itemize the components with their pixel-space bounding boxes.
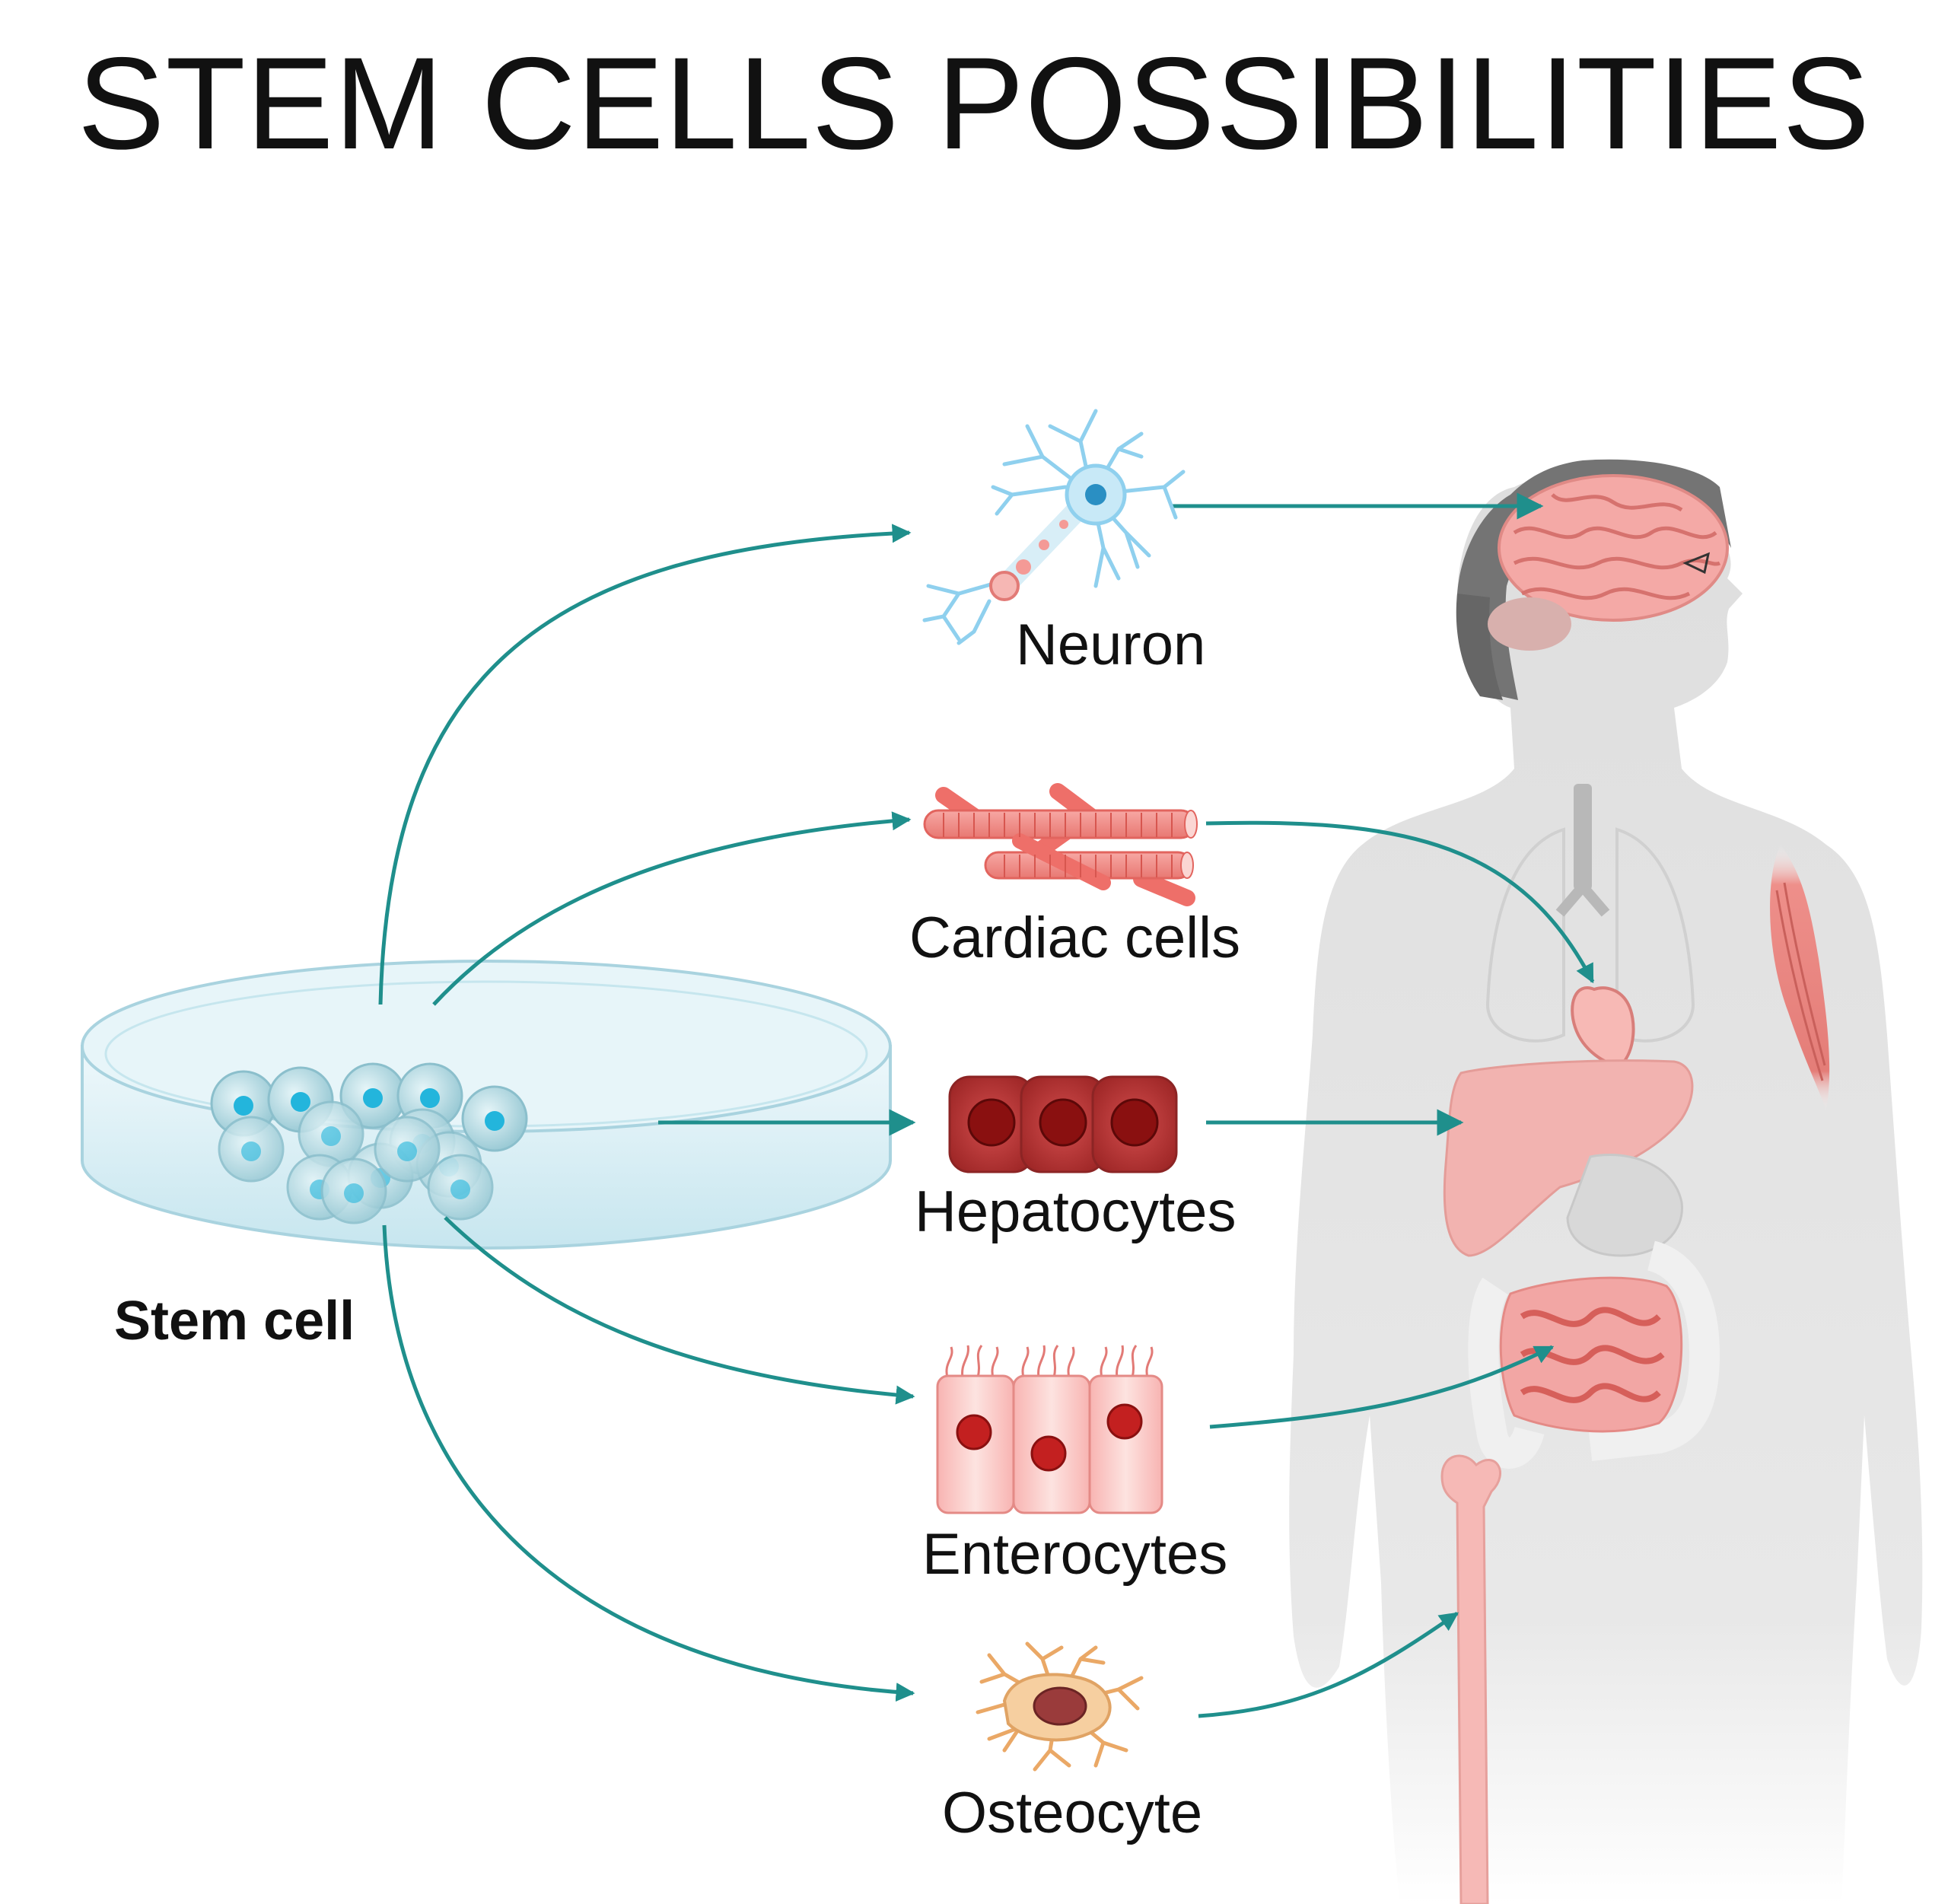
arrow-osteocyte-to-bone [1198, 1611, 1459, 1718]
page-title: STEM CELLS POSSIBILITIES [77, 30, 1871, 177]
stem-cell-nucleus [420, 1088, 440, 1108]
stem-cell-nucleus [234, 1096, 253, 1116]
stem-cell-nucleus [397, 1141, 417, 1161]
hepatocytes-icon [948, 1075, 1178, 1173]
eye-shape [1682, 552, 1711, 575]
hepatocytes-label: Hepatocytes [915, 1180, 1237, 1244]
arrow-cardiac-to-heart [1205, 820, 1595, 984]
osteocyte-label: Osteocyte [942, 1781, 1203, 1845]
stem-cell-label: Stem cell [114, 1291, 355, 1352]
osteocyte-icon [976, 1641, 1144, 1772]
stem-cell-nucleus [291, 1092, 310, 1112]
stem-cell-nucleus [485, 1111, 505, 1131]
enterocytes-label: Enterocytes [922, 1522, 1228, 1587]
human-body-figure [1289, 459, 1923, 1904]
arrow-dish-to-cardiac [432, 811, 912, 1006]
stem-cell-nucleus [321, 1126, 341, 1146]
trachea-shape [1574, 784, 1592, 890]
stem-cell-nucleus [450, 1180, 470, 1199]
brain-folds [1513, 493, 1721, 600]
hair-back [1456, 594, 1503, 700]
lungs-outline [1485, 827, 1695, 1043]
femur-bone-shape [1440, 1454, 1501, 1904]
arm-muscle-shape [1770, 845, 1830, 1111]
stem-cell-nucleus [363, 1088, 383, 1108]
enterocytes-icon [936, 1345, 1163, 1514]
stem-cell-nucleus [241, 1141, 261, 1161]
stem-cell-cluster [210, 1062, 528, 1224]
arrow-enterocytes-to-intestine [1209, 1345, 1555, 1429]
neuron-icon [922, 409, 1186, 645]
bronchi-shape [1555, 883, 1610, 917]
neuron-label: Neuron [1016, 613, 1206, 677]
stem-cell-nucleus [344, 1183, 364, 1203]
stomach-shape [1566, 1154, 1683, 1257]
liver-shape [1443, 1059, 1694, 1257]
arrows [378, 492, 1595, 1718]
arrow-dish-to-neuron [378, 524, 912, 1005]
arrow-dish-to-enterocytes [444, 1216, 915, 1405]
cerebellum-shape [1488, 597, 1571, 651]
muscle-striations [1775, 882, 1826, 1081]
arrow-dish-to-osteocyte [382, 1224, 915, 1702]
cardiac-cells-label: Cardiac cells [909, 906, 1241, 970]
brain-shape [1498, 474, 1729, 622]
large-intestine-shape [1468, 1240, 1720, 1469]
cardiac-cells-icon [923, 783, 1198, 906]
